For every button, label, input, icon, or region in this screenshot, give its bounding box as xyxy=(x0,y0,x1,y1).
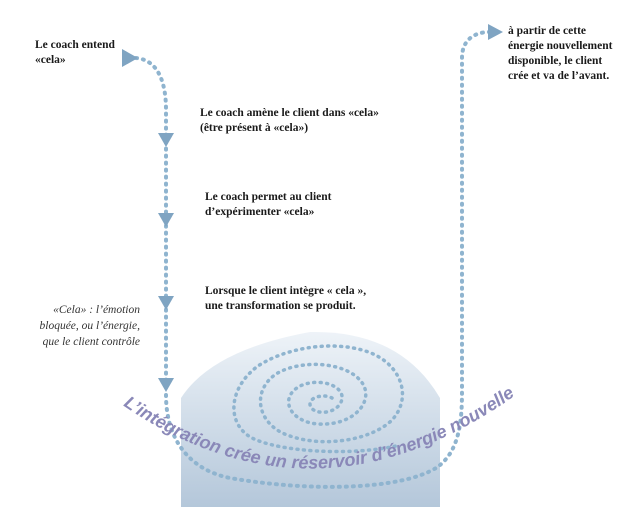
step-experience: Le coach permet au client d’expérimenter… xyxy=(205,191,332,218)
flow-path-exit xyxy=(164,30,492,489)
end-arrow-icon xyxy=(488,24,503,40)
step-integration: Lorsque le client intègre « cela », une … xyxy=(205,285,367,312)
reservoir-dome xyxy=(181,331,440,507)
energy-spiral xyxy=(232,344,405,454)
start-arrow-icon xyxy=(122,49,138,67)
step-bring-client: Le coach amène le client dans «cela» (êt… xyxy=(200,107,379,134)
flow-path-entry xyxy=(134,56,168,387)
step2-arrow-icon xyxy=(158,213,174,227)
step-move-forward: à partir de cette énergie nouvellement d… xyxy=(508,25,613,82)
step1-arrow-icon xyxy=(158,133,174,147)
step3-arrow-icon xyxy=(158,296,174,310)
definition-note: «Cela» : l’émotion bloquée, ou l’énergie… xyxy=(39,304,141,348)
step-coach-hears: Le coach entend «cela» xyxy=(35,39,115,66)
reservoir-arrow-icon xyxy=(158,378,174,392)
